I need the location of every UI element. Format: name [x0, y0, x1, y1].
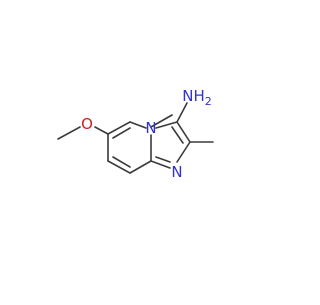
atom-label-methoxy-oxygen: O [81, 115, 93, 133]
bond-c8-c7 [107, 160, 131, 174]
bond-n1-c8a [150, 160, 171, 169]
bond-c3-c2 [176, 121, 191, 143]
bond-c3-nh2 [176, 102, 188, 123]
atom-label-imidazole-nitrogen: N [171, 163, 182, 181]
bond-c5-n4 [129, 121, 147, 129]
bond-c3-c2-inner [171, 126, 184, 144]
atom-label-amine-main: NH [182, 87, 205, 105]
bond-n1-c8a-inner [155, 156, 171, 163]
bond-c6-c5 [107, 121, 131, 135]
bond-c8a-c8 [129, 160, 152, 174]
molecule-structure: NH2 N N O [57, 87, 214, 181]
bond-c6-o [94, 126, 109, 135]
atom-label-amine: NH2 [182, 87, 212, 108]
bond-c6-c5-inner [112, 127, 131, 139]
atom-label-bridgehead-nitrogen: N [145, 119, 156, 137]
atom-label-amine-subscript: 2 [205, 95, 212, 108]
bond-o-methyl [57, 126, 81, 140]
bond-n4-c3 [155, 121, 178, 129]
bond-c2-n1 [176, 141, 191, 163]
structure-canvas: NH2 N N O [57, 87, 214, 181]
bond-n4-c5 [150, 114, 173, 128]
bond-c8-c7-inner [112, 156, 131, 168]
